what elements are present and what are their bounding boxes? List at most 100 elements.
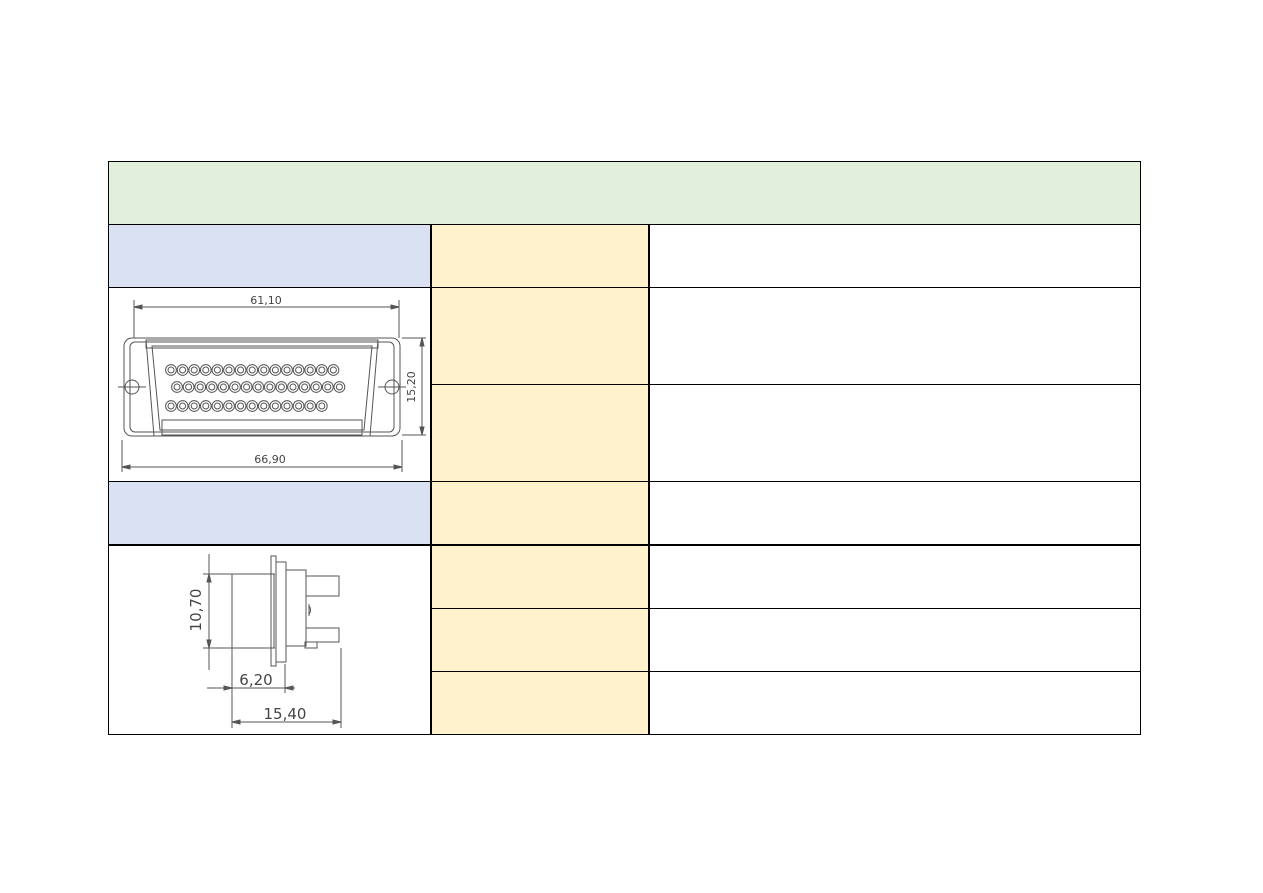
pin-contact-inner — [283, 402, 291, 410]
pin-contact-inner — [318, 402, 326, 410]
pin-contact — [188, 364, 201, 376]
pin-contact-inner — [167, 366, 175, 374]
pin-contact — [246, 364, 259, 376]
pin-contact-inner — [202, 402, 210, 410]
pin-contact-inner — [329, 366, 337, 374]
pin-contact-inner — [324, 383, 332, 391]
pin-contact-inner — [335, 383, 343, 391]
pin-contact — [292, 364, 305, 376]
pin-contact-inner — [289, 383, 297, 391]
pin-contact-inner — [225, 402, 233, 410]
pin-contact — [223, 400, 235, 412]
side-dim-height-label: 10,70 — [187, 589, 205, 632]
pin-contact — [182, 381, 195, 393]
pin-contact — [269, 400, 282, 412]
pin-contact-inner — [271, 366, 279, 374]
pin-contact-inner — [260, 402, 268, 410]
pin-contact — [199, 364, 212, 376]
pin-contact-inner — [167, 402, 175, 410]
pin-contact — [257, 364, 270, 376]
pin-grid — [165, 364, 346, 412]
pin-contact — [257, 400, 270, 412]
pin-contact — [281, 400, 293, 412]
dim-width-outer-label: 66,90 — [254, 453, 286, 466]
pin-contact — [171, 381, 183, 393]
pin-contact-inner — [283, 366, 291, 374]
pin-contact — [269, 364, 282, 376]
section-header-cell-2 — [108, 481, 431, 544]
pin-contact-inner — [225, 366, 233, 374]
pin-contact — [281, 364, 293, 376]
pin-contact — [176, 364, 189, 376]
pin-contact-inner — [295, 402, 303, 410]
property-label-column — [431, 224, 649, 734]
pin-contact — [199, 400, 212, 412]
pin-contact-inner — [190, 402, 198, 410]
pin-contact-inner — [202, 366, 210, 374]
table-header-row — [108, 161, 1141, 224]
pin-contact — [229, 381, 241, 393]
pin-contact-inner — [277, 383, 285, 391]
section-header-cell-1 — [108, 224, 431, 287]
pin-contact-inner — [248, 366, 256, 374]
side-dim-depth-long-label: 15,40 — [264, 705, 307, 723]
pin-contact-inner — [237, 366, 245, 374]
pin-contact — [275, 381, 288, 393]
pin-contact-inner — [248, 402, 256, 410]
pin-contact-inner — [213, 366, 221, 374]
pin-contact-inner — [190, 366, 198, 374]
pin-contact — [246, 400, 259, 412]
pin-contact — [333, 381, 346, 393]
connector-side-view-drawing: 10,70 6,20 15,40 — [187, 554, 342, 728]
pin-contact — [252, 381, 265, 393]
pin-contact — [304, 364, 317, 376]
pin-contact — [211, 400, 224, 412]
pin-contact-inner — [318, 366, 326, 374]
pin-contact — [304, 400, 317, 412]
pin-contact-inner — [295, 366, 303, 374]
pin-contact-inner — [179, 366, 187, 374]
pin-contact-inner — [254, 383, 262, 391]
pin-contact — [205, 381, 218, 393]
pin-contact-inner — [237, 402, 245, 410]
pin-contact-inner — [185, 383, 193, 391]
dim-width-inner-label: 61,10 — [250, 294, 282, 307]
pin-contact — [321, 381, 334, 393]
pin-contact — [165, 364, 177, 376]
pin-contact-inner — [219, 383, 227, 391]
pin-contact — [287, 381, 299, 393]
pin-contact-inner — [208, 383, 216, 391]
pin-contact — [315, 400, 328, 412]
pin-contact-inner — [213, 402, 221, 410]
pin-contact — [234, 400, 247, 412]
pin-contact — [263, 381, 276, 393]
pin-contact-inner — [312, 383, 320, 391]
pin-contact — [310, 381, 323, 393]
pin-contact — [240, 381, 253, 393]
pin-contact — [327, 364, 340, 376]
pin-contact — [223, 364, 235, 376]
pin-contact-inner — [243, 383, 251, 391]
pin-contact — [176, 400, 189, 412]
pin-contact-inner — [196, 383, 204, 391]
pin-contact — [211, 364, 224, 376]
pin-contact — [234, 364, 247, 376]
pin-contact — [194, 381, 207, 393]
pin-contact-inner — [173, 383, 181, 391]
pin-contact-inner — [260, 366, 268, 374]
pin-contact — [217, 381, 230, 393]
pin-contact — [292, 400, 305, 412]
side-dim-depth-short-label: 6,20 — [239, 671, 272, 689]
pin-contact-inner — [306, 402, 314, 410]
pin-contact — [298, 381, 311, 393]
pin-contact — [165, 400, 177, 412]
connector-front-view-drawing: 61,10 66,90 15,20 — [118, 294, 426, 472]
pin-contact-inner — [179, 402, 187, 410]
pin-contact — [188, 400, 201, 412]
pin-contact-inner — [306, 366, 314, 374]
pin-contact-inner — [266, 383, 274, 391]
pin-contact-inner — [301, 383, 309, 391]
pin-contact-inner — [231, 383, 239, 391]
dim-height-label: 15,20 — [405, 371, 418, 403]
pin-contact-inner — [271, 402, 279, 410]
